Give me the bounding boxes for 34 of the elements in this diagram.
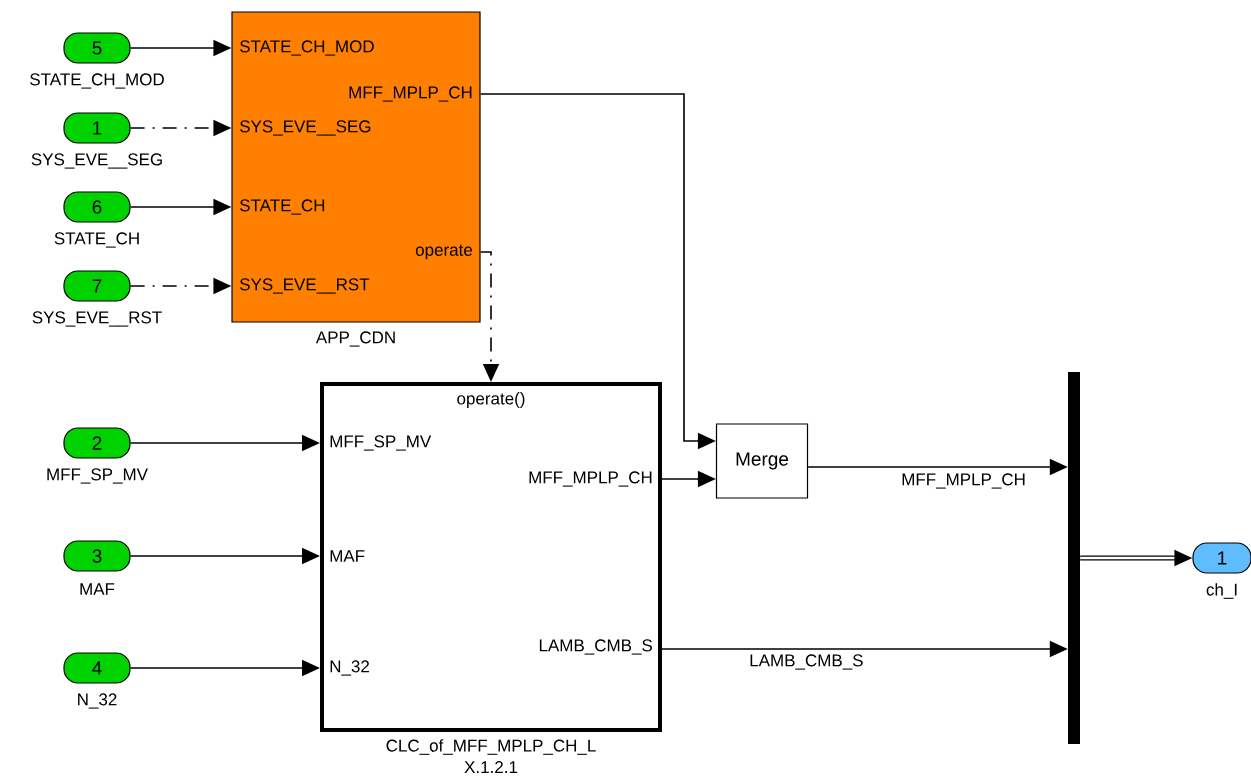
merge-block: Merge bbox=[715, 423, 809, 499]
inport-pill: 4 bbox=[63, 652, 131, 684]
port-label: SYS_EVE__SEG bbox=[240, 120, 371, 136]
port-label: MAF bbox=[330, 550, 365, 562]
inport-pill: 3 bbox=[63, 540, 131, 572]
block-name: MFF_SP_MV bbox=[47, 468, 148, 484]
port-label: LAMB_CMB_S bbox=[539, 639, 652, 655]
block-name: STATE_CH_MOD bbox=[30, 73, 164, 89]
block-name: SYS_EVE__SEG bbox=[31, 153, 162, 169]
block-name: N_32 bbox=[78, 693, 117, 709]
port-label: STATE_CH_MOD bbox=[240, 40, 374, 56]
port-label: MFF_MPLP_CH bbox=[349, 86, 472, 102]
inport-pill: 6 bbox=[63, 191, 131, 223]
port-label: STATE_CH bbox=[240, 199, 325, 215]
block-name: APP_CDN bbox=[315, 331, 395, 347]
block-name: CLC_of_MFF_MPLP_CH_L bbox=[386, 739, 596, 755]
inport-pill: 1 bbox=[63, 112, 131, 144]
inport-pill: 2 bbox=[63, 427, 131, 459]
inport-pill: 7 bbox=[63, 270, 131, 302]
port-label: operate bbox=[415, 244, 473, 260]
block-name: SYS_EVE__RST bbox=[32, 311, 162, 327]
port-label: MFF_MPLP_CH bbox=[529, 471, 652, 487]
port-label: N_32 bbox=[330, 660, 369, 676]
block-name: STATE_CH bbox=[54, 232, 139, 248]
port-label: MFF_SP_MV bbox=[330, 435, 432, 451]
outport-pill: 1 bbox=[1192, 542, 1251, 574]
block-name: X.1.2.1 bbox=[464, 761, 518, 773]
port-label: SYS_EVE__RST bbox=[240, 278, 370, 294]
inport-pill: 5 bbox=[63, 32, 131, 64]
port-label: operate() bbox=[457, 392, 525, 408]
edge-label: LAMB_CMB_S bbox=[750, 654, 863, 670]
block-name: ch_I bbox=[1206, 583, 1237, 599]
edge-label: MFF_MPLP_CH bbox=[902, 473, 1025, 489]
block-name: MAF bbox=[80, 583, 115, 595]
